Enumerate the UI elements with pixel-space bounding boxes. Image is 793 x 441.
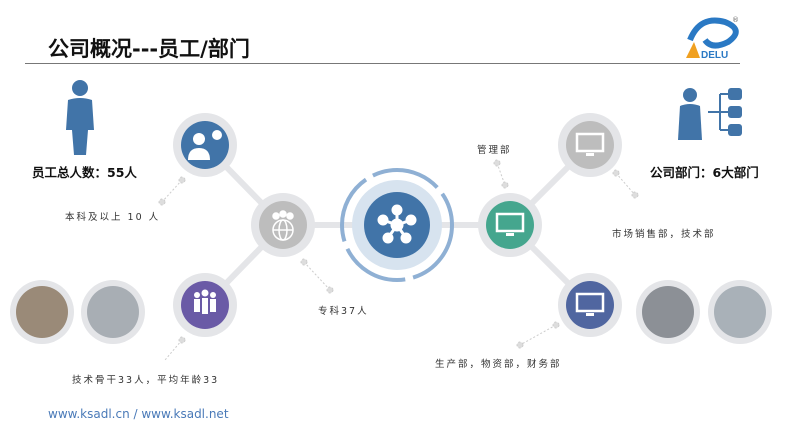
photo-office [87,286,139,338]
company-logo: DELU ® [686,16,739,61]
node-management [478,193,542,257]
node-production [558,273,622,337]
photo-reception [16,286,68,338]
node-center [340,168,454,282]
node-group-globe [251,193,315,257]
management-label: 管理部 [477,145,512,156]
bachelor-label: 本科及以上 10 人 [65,212,161,223]
svg-text:DELU: DELU [701,50,728,61]
office-photos [10,280,772,344]
dotted-leaders [158,159,639,361]
node-team [173,273,237,337]
network-hub-icon [377,204,417,244]
department-total-label: 公司部门：6大部门 [650,165,759,180]
person-chat-icon [188,130,222,160]
svg-text:®: ® [732,16,739,24]
sales-tech-label: 市场销售部，技术部 [612,229,716,240]
employee-icon [66,80,94,155]
title-divider [25,63,740,64]
footer-links[interactable]: www.ksadl.cn / www.ksadl.net [48,407,229,421]
globe-people-icon [272,210,294,241]
college-label: 专科37人 [318,306,369,317]
monitor-icon [575,292,605,316]
page-title: 公司概况---员工/部门 [48,37,250,61]
node-staff-chat [173,113,237,177]
org-chart-icon [678,88,742,140]
monitor-icon [575,132,605,156]
core-staff-label: 技术骨干33人，平均年龄33 [72,375,220,386]
team-icon [194,289,216,314]
production-label: 生产部，物资部，财务部 [435,359,562,370]
total-staff-label: 员工总人数：55人 [32,165,137,180]
monitor-icon [495,212,525,236]
node-sales-tech [558,113,622,177]
photo-workshop [642,286,694,338]
photo-production-line [714,286,766,338]
